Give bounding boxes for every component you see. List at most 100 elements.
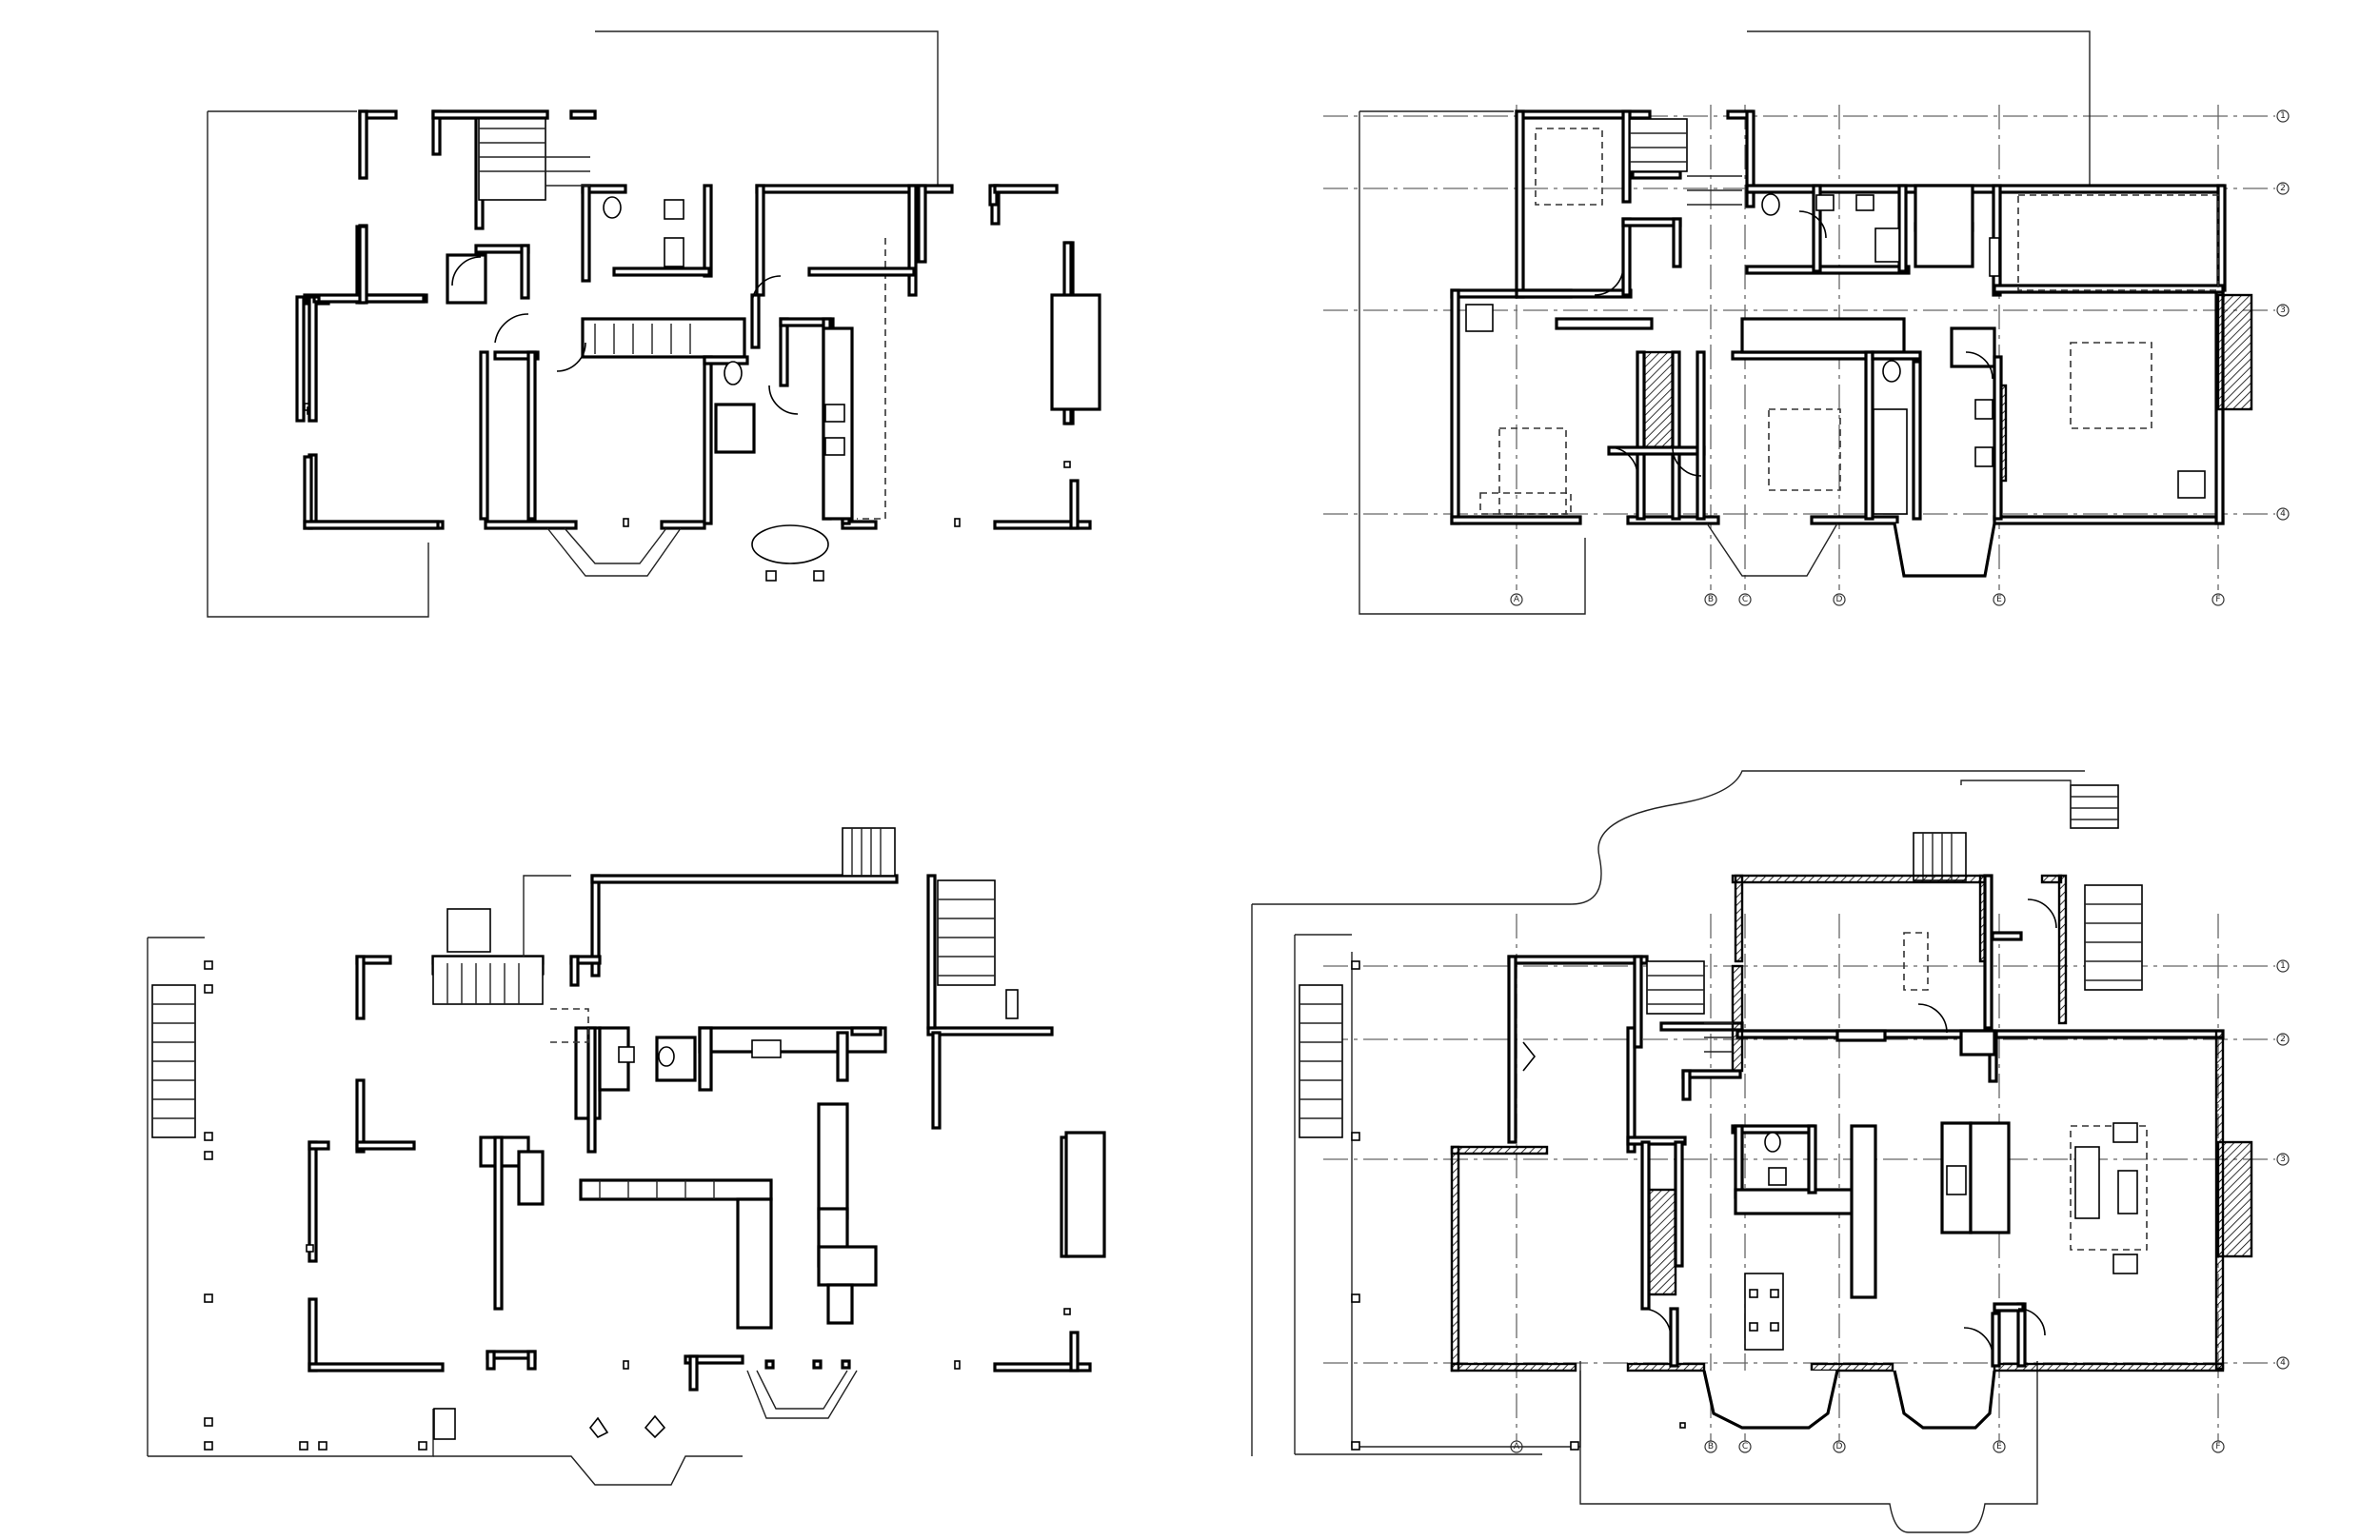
post [204,960,213,970]
bay-window [746,1370,858,1419]
deck-outline [1960,780,2072,828]
wall [493,1135,504,1311]
column [1063,1308,1071,1315]
column [588,1416,609,1439]
door-swing [1917,1003,1948,1034]
wall [590,874,899,884]
stair [1740,317,1906,354]
toilet-icon [1764,1132,1781,1153]
wall [612,267,711,277]
door-swing [1672,446,1702,477]
wall [1681,1069,1692,1101]
roof-outline [207,110,429,618]
wall [931,1031,942,1130]
counter [1734,1188,1861,1215]
grid-bubble-label: 2 [2280,184,2286,193]
step [765,570,777,582]
chair-icon [1770,1289,1779,1298]
wall-thick [1989,237,2000,277]
porch-stair-icon [151,984,196,1138]
bay-window [1702,1370,1839,1430]
wall [2057,874,2068,1025]
grid-bubble-label: 4 [2280,509,2286,519]
fireplace [1064,1131,1106,1258]
wall [303,455,313,530]
door-swing [1594,266,1624,296]
wall [355,1078,366,1154]
bed-icon [1498,427,1567,515]
roof-outline-rear [595,30,939,186]
sink-icon [1855,194,1874,211]
post [204,1417,213,1427]
porch-rail [1351,952,1581,1448]
stair-icon [2070,784,2119,829]
shower-icon [664,237,684,267]
grid-bubble-label: A [1514,595,1520,604]
column [644,1414,666,1439]
post [841,1359,851,1370]
wall [486,1350,496,1371]
grid-bubble-label: 2 [2280,1035,2286,1044]
wall [526,350,537,521]
wall [817,1102,849,1220]
bay-window [564,527,667,564]
wall [907,184,918,297]
column [623,1360,629,1370]
wall [1669,1307,1679,1368]
wall [307,1140,330,1151]
wall [586,1026,597,1154]
door-swing [451,256,482,286]
chair-icon [1749,1322,1758,1332]
wall [493,350,540,361]
wall [581,184,591,283]
wall [826,1283,854,1325]
wall [1626,1135,1687,1146]
wall [703,355,713,525]
bathtub-icon [1873,408,1908,515]
door-swing [2027,898,2057,929]
proposed-main-floor-plan: 1 2 3 4 A B C D E F [1251,770,2290,1533]
site-boundary [1252,770,2085,905]
grid-bubble-label: B [1708,1442,1714,1451]
closet [1950,326,1996,368]
stair-icon [1629,118,1742,206]
wall [484,520,578,530]
range-icon [1946,1165,1967,1195]
grid-bubble-label: D [1836,1442,1843,1451]
post [764,1359,775,1370]
wall [1621,217,1682,227]
wall [1507,955,1517,1144]
hatch [1999,384,2008,483]
wall [1069,479,1080,530]
wall [358,109,368,180]
wall [1745,265,1911,275]
wall [1912,360,1922,521]
wall [660,520,706,530]
closet [714,403,756,454]
hidden-line [857,238,886,520]
post [204,1441,213,1451]
wall [1671,350,1681,521]
post [204,1151,213,1160]
post [1351,960,1360,970]
grid-bubble-label: D [1836,595,1843,604]
bay-window [546,527,682,577]
wall [1515,288,1633,299]
post [1570,1441,1579,1451]
wall [1507,955,1649,965]
wall [569,109,597,120]
wall [295,295,306,423]
wall [1991,931,2023,941]
wall [1621,109,1632,204]
wall [779,317,789,387]
stair-icon [599,1180,715,1199]
wall [1812,184,1822,273]
armchair-icon [2112,1122,2138,1143]
fixture [1005,989,1019,1019]
counter [698,1026,887,1054]
linen [1914,184,1974,268]
wall [569,955,580,987]
wall [750,293,761,349]
chair-icon [2177,470,2206,499]
